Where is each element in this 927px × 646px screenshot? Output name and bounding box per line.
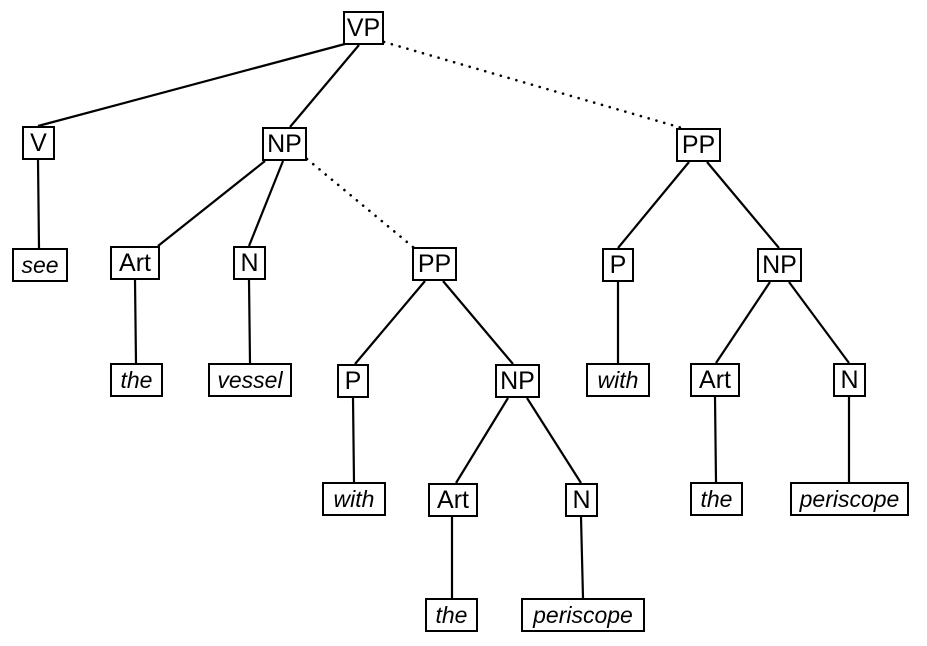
tree-edge-p_mid-with_m xyxy=(351,397,356,483)
tree-node-v: V xyxy=(22,126,55,160)
tree-leaf-vessel: vessel xyxy=(208,363,292,397)
tree-node-n_right: N xyxy=(833,363,866,397)
tree-leaf-periscope_r: periscope xyxy=(790,482,909,516)
tree-edge-np_right-art_right xyxy=(715,281,771,364)
tree-edge-np_mid-n_mid xyxy=(526,397,582,484)
tree-edge-vp-v xyxy=(37,42,346,128)
tree-node-np_mid: NP xyxy=(495,364,540,398)
tree-node-art1: Art xyxy=(110,246,160,280)
tree-node-art_right: Art xyxy=(690,363,740,397)
tree-node-n1: N xyxy=(233,246,266,280)
tree-node-p_mid: P xyxy=(337,364,369,398)
tree-edge-n1-vessel xyxy=(247,279,252,364)
tree-node-vp: VP xyxy=(343,11,384,45)
tree-edge-vp-pp_right xyxy=(382,40,684,130)
tree-edge-pp_right-np_right xyxy=(706,161,780,249)
tree-edge-np_right-n_right xyxy=(788,281,850,364)
tree-leaf-with_r: with xyxy=(586,363,650,397)
tree-edge-np_mid-art_mid xyxy=(455,397,509,484)
tree-node-pp_mid: PP xyxy=(412,247,457,281)
tree-node-pp_right: PP xyxy=(676,128,721,162)
tree-node-np1: NP xyxy=(262,127,307,161)
tree-node-p_right: P xyxy=(602,248,634,282)
tree-edge-np1-pp_mid xyxy=(305,157,415,249)
tree-leaf-the_r: the xyxy=(690,482,743,516)
tree-edge-n_mid-periscope_m xyxy=(579,516,585,599)
tree-node-art_mid: Art xyxy=(428,483,478,517)
tree-leaf-see: see xyxy=(12,248,68,282)
tree-edge-pp_right-p_right xyxy=(617,161,690,249)
tree-edge-np1-art1 xyxy=(157,160,266,247)
tree-leaf-the1: the xyxy=(110,363,163,397)
tree-edge-pp_mid-p_mid xyxy=(354,280,426,365)
tree-leaf-the_m: the xyxy=(425,598,478,632)
tree-edge-vp-np1 xyxy=(289,44,360,128)
tree-edge-np1-n1 xyxy=(247,160,285,247)
tree-leaf-periscope_m: periscope xyxy=(521,598,645,632)
tree-node-n_mid: N xyxy=(565,483,598,517)
tree-edge-v-see xyxy=(36,159,41,249)
tree-edge-art1-the1 xyxy=(133,279,138,364)
tree-edge-art_right-the_r xyxy=(713,396,718,483)
tree-leaf-with_m: with xyxy=(322,482,386,516)
tree-edge-pp_mid-np_mid xyxy=(442,280,514,365)
tree-node-np_right: NP xyxy=(757,248,802,282)
